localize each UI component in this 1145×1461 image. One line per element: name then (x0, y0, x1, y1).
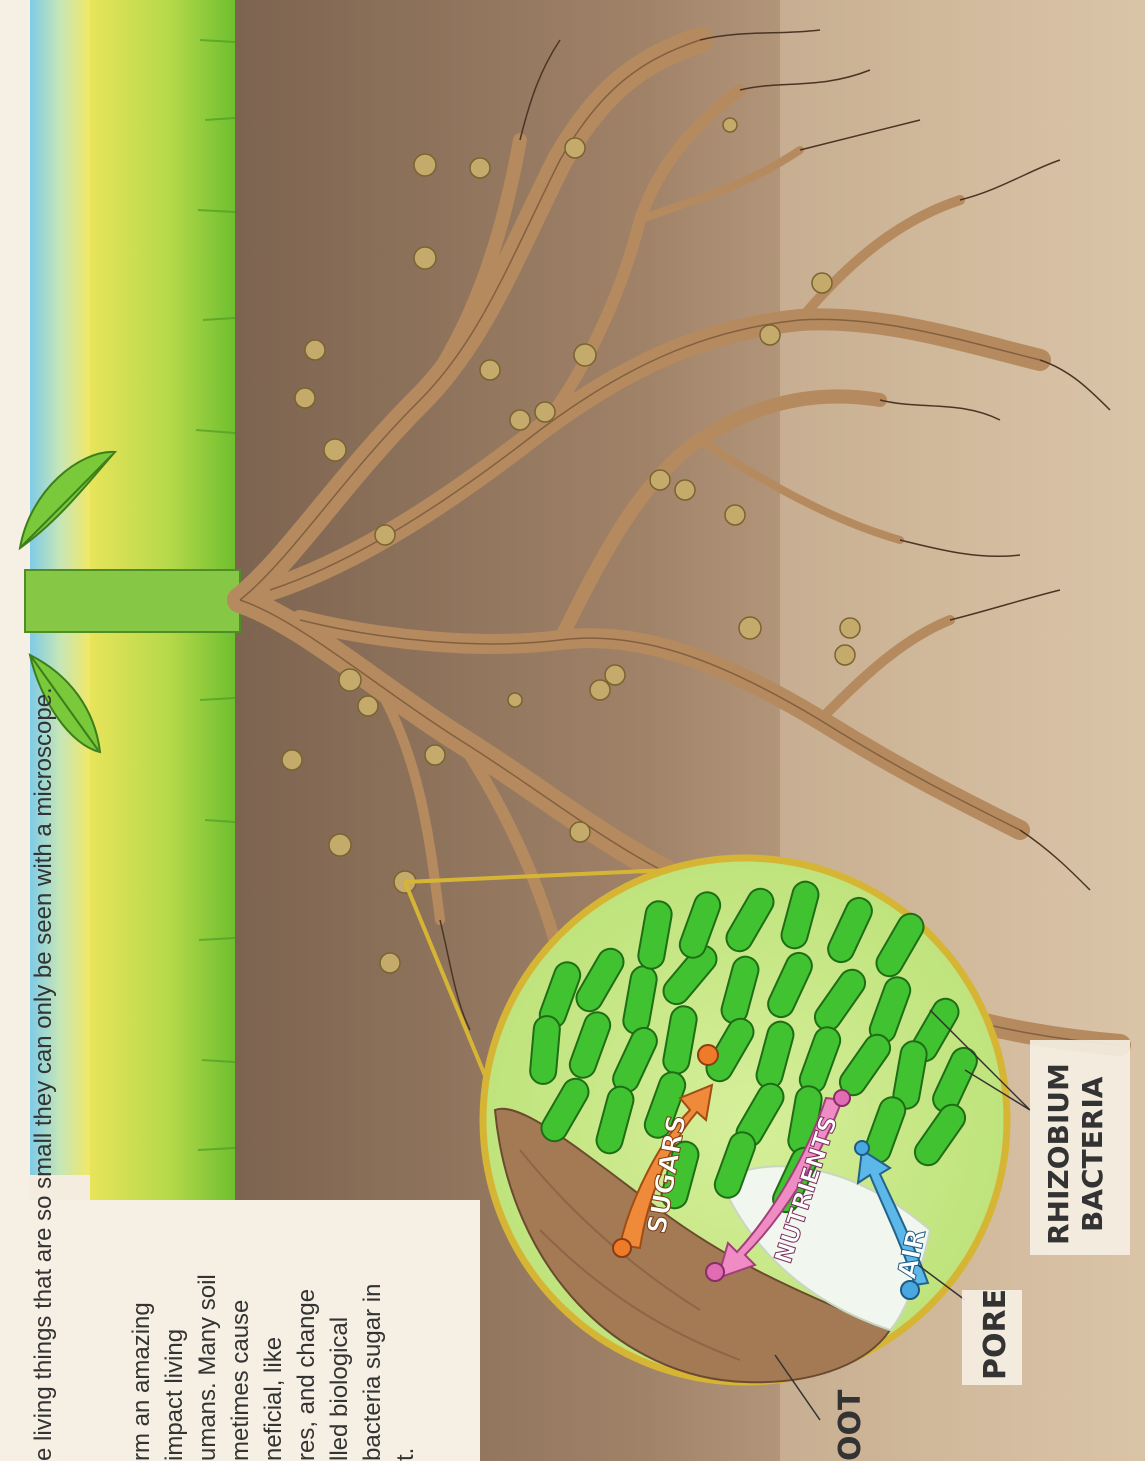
paragraph-line: res, and change (290, 701, 323, 1461)
paragraph-line: lled biological (323, 701, 356, 1461)
label-rhizobium-1: RHIZOBIUM (1042, 1063, 1075, 1245)
paragraph-line: t. (389, 701, 422, 1461)
paragraph-line: neficial, like (257, 701, 290, 1461)
paragraph-line: metimes cause (224, 701, 257, 1461)
bacterium-cell (529, 1015, 561, 1085)
label-rhizobium-2: BACTERIA (1076, 1076, 1109, 1232)
paragraph-line: umans. Many soil (191, 701, 224, 1461)
paragraph-line: bacteria sugar in (356, 701, 389, 1461)
caption-strip (0, 0, 30, 1461)
paragraph-line: rm an amazing (125, 701, 158, 1461)
label-pore: PORE (978, 1289, 1013, 1380)
paragraph-line: impact living (158, 701, 191, 1461)
caption: e living things that are so small they c… (30, 0, 58, 1461)
intro-paragraph: rm an amazing impact living umans. Many … (125, 701, 422, 1461)
label-root: OOT (833, 1389, 868, 1461)
